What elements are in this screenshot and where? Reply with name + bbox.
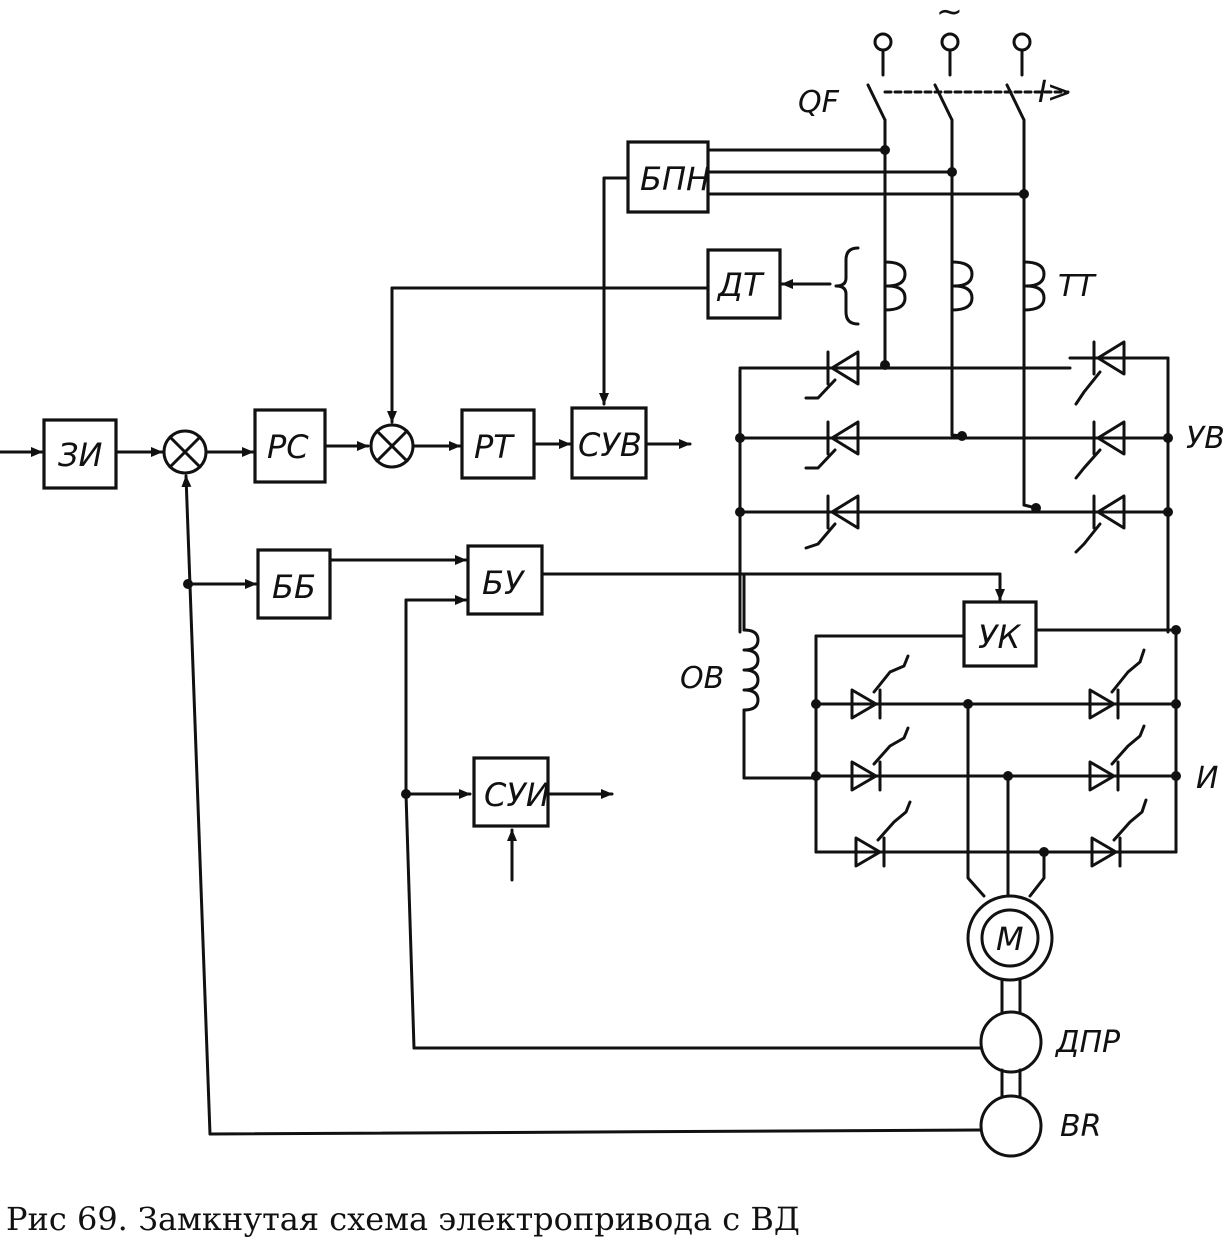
thyristor-inv-2 [850, 726, 910, 792]
thyristor-inv-6 [1090, 798, 1148, 868]
block-rs-label: РС [267, 428, 309, 466]
thyristor-uv-4 [1074, 340, 1126, 406]
block-bpn-label: БПН [640, 160, 710, 198]
block-sui [472, 756, 550, 828]
thyristor-uv-6 [1074, 494, 1126, 554]
breaker-qf [866, 83, 1070, 507]
breaker-label: QF [798, 85, 840, 120]
supply-symbol: ~ [936, 0, 963, 30]
thyristor-uv-5 [1074, 420, 1126, 480]
summing-junction-current [369, 423, 415, 469]
field-winding-label: ОВ [680, 661, 724, 696]
block-uk [962, 600, 1038, 668]
thyristor-uv-1 [804, 350, 860, 400]
motor-label: М [996, 920, 1024, 958]
summing-junction-speed [162, 429, 208, 475]
ct-label: ТТ [1058, 269, 1097, 304]
overcurrent-label: I> [1038, 75, 1072, 110]
position-sensor [979, 1010, 1043, 1074]
block-suv [570, 406, 648, 480]
block-rt-label: РТ [474, 428, 515, 466]
inverter-bridge [811, 625, 1181, 868]
thyristor-uv-3 [804, 494, 860, 550]
block-uk-label: УК [978, 618, 1022, 656]
motor [966, 894, 1054, 982]
field-winding [742, 573, 818, 780]
rectifier-label: УВ [1186, 421, 1224, 456]
block-dt [706, 248, 782, 320]
thyristor-inv-1 [850, 654, 910, 720]
block-sui-label: СУИ [484, 776, 550, 814]
block-bb [256, 548, 332, 620]
tachogenerator-label: BR [1060, 1109, 1101, 1144]
current-transformers [834, 246, 1046, 326]
block-bu [466, 544, 544, 616]
position-sensor-label: ДПР [1054, 1025, 1121, 1060]
thyristor-uv-2 [804, 420, 860, 470]
block-zi [42, 418, 118, 490]
shaft [1000, 978, 1022, 1098]
figure-caption: Рис 69. Замкнутая схема электропривода с… [6, 1200, 800, 1238]
inverter-label: И [1196, 761, 1218, 796]
motor-leads [966, 702, 1046, 898]
thyristor-inv-4 [1088, 648, 1146, 720]
thyristor-inv-5 [1088, 724, 1146, 792]
tachogenerator [979, 1094, 1043, 1158]
supply-terminals [873, 32, 1032, 77]
thyristor-inv-3 [854, 800, 912, 868]
block-suv-label: СУВ [578, 426, 642, 464]
block-bu-label: БУ [482, 564, 526, 602]
block-dt-label: ДТ [716, 266, 765, 304]
block-zi-label: ЗИ [58, 436, 103, 474]
rectifier-bridge [735, 340, 1173, 634]
block-bb-label: ББ [272, 568, 316, 606]
